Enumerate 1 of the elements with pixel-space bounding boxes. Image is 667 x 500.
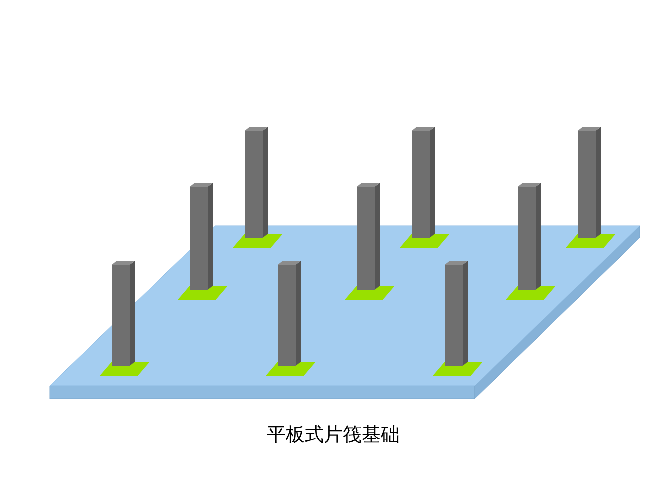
caption: 平板式片筏基础 bbox=[267, 423, 400, 448]
